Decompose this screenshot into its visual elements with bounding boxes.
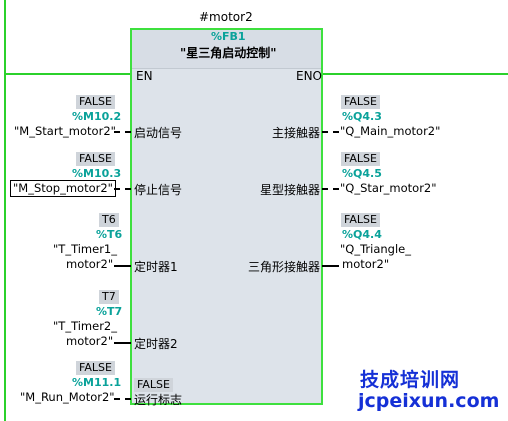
en-wire — [4, 73, 131, 75]
output-main-value: FALSE — [341, 95, 380, 109]
output-triangle-wire — [322, 265, 339, 267]
input-stop-wire — [114, 188, 131, 190]
output-star-value: FALSE — [341, 152, 380, 166]
pin-timer1[interactable]: 定时器1 — [134, 260, 178, 274]
watermark-cn: 技成培训网 — [360, 369, 461, 391]
input-start-value: FALSE — [76, 95, 115, 109]
input-timer1-address: %T6 — [96, 228, 123, 241]
pin-star-contactor[interactable]: 星型接触器 — [260, 183, 321, 197]
input-start-operand[interactable]: "M_Start_motor2" — [14, 124, 116, 138]
watermark-url: jcpeixun.com — [358, 390, 500, 412]
pin-timer2[interactable]: 定时器2 — [134, 337, 178, 351]
eno-wire — [322, 73, 508, 75]
input-stop-value: FALSE — [76, 152, 115, 166]
input-run-wire — [114, 398, 131, 400]
left-power-rail — [4, 0, 6, 421]
input-timer2-wire — [114, 342, 131, 344]
pin-main-contactor[interactable]: 主接触器 — [272, 126, 321, 140]
input-timer1-value: T6 — [99, 213, 119, 227]
output-main-address: %Q4.3 — [342, 110, 382, 123]
output-triangle-operand-line2[interactable]: motor2" — [342, 257, 390, 271]
output-main-operand[interactable]: "Q_Main_motor2" — [340, 124, 441, 138]
input-start-address: %M10.2 — [72, 110, 122, 123]
pin-triangle-contactor[interactable]: 三角形接触器 — [248, 260, 321, 274]
input-timer1-wire — [114, 265, 131, 267]
pin-start-signal[interactable]: 启动信号 — [134, 126, 183, 140]
fb-title: "星三角启动控制" — [180, 46, 277, 60]
output-star-address: %Q4.5 — [342, 167, 382, 180]
output-triangle-operand-line1[interactable]: "Q_Triangle_ — [340, 242, 412, 256]
input-timer2-operand-line1[interactable]: "T_Timer2_ — [53, 319, 118, 333]
output-main-wire — [322, 131, 339, 133]
input-timer2-value: T7 — [99, 290, 119, 304]
pin-run-flag-value: FALSE — [134, 378, 173, 392]
input-timer1-operand-line2[interactable]: motor2" — [66, 257, 114, 271]
input-run-address: %M11.1 — [72, 376, 122, 389]
output-star-operand[interactable]: "Q_Star_motor2" — [340, 181, 437, 195]
input-stop-address: %M10.3 — [72, 167, 122, 180]
input-run-value: FALSE — [76, 361, 115, 375]
output-triangle-address: %Q4.4 — [342, 228, 382, 241]
function-block-header — [132, 30, 321, 69]
fb-address: %FB1 — [211, 30, 246, 43]
pin-stop-signal[interactable]: 停止信号 — [134, 183, 183, 197]
output-triangle-value: FALSE — [341, 213, 380, 227]
pin-run-flag[interactable]: 运行标志 — [134, 393, 183, 407]
input-run-operand[interactable]: "M_Run_Motor2" — [20, 390, 115, 404]
pin-eno[interactable]: ENO — [296, 69, 323, 83]
output-star-wire — [322, 188, 339, 190]
instance-db-name[interactable]: #motor2 — [199, 10, 253, 24]
function-block[interactable] — [130, 28, 323, 405]
pin-en[interactable]: EN — [136, 69, 153, 83]
input-timer2-address: %T7 — [96, 305, 123, 318]
input-timer2-operand-line2[interactable]: motor2" — [66, 334, 114, 348]
input-start-wire — [114, 131, 131, 133]
input-stop-operand[interactable]: "M_Stop_motor2" — [10, 180, 116, 197]
input-timer1-operand-line1[interactable]: "T_Timer1_ — [53, 242, 118, 256]
